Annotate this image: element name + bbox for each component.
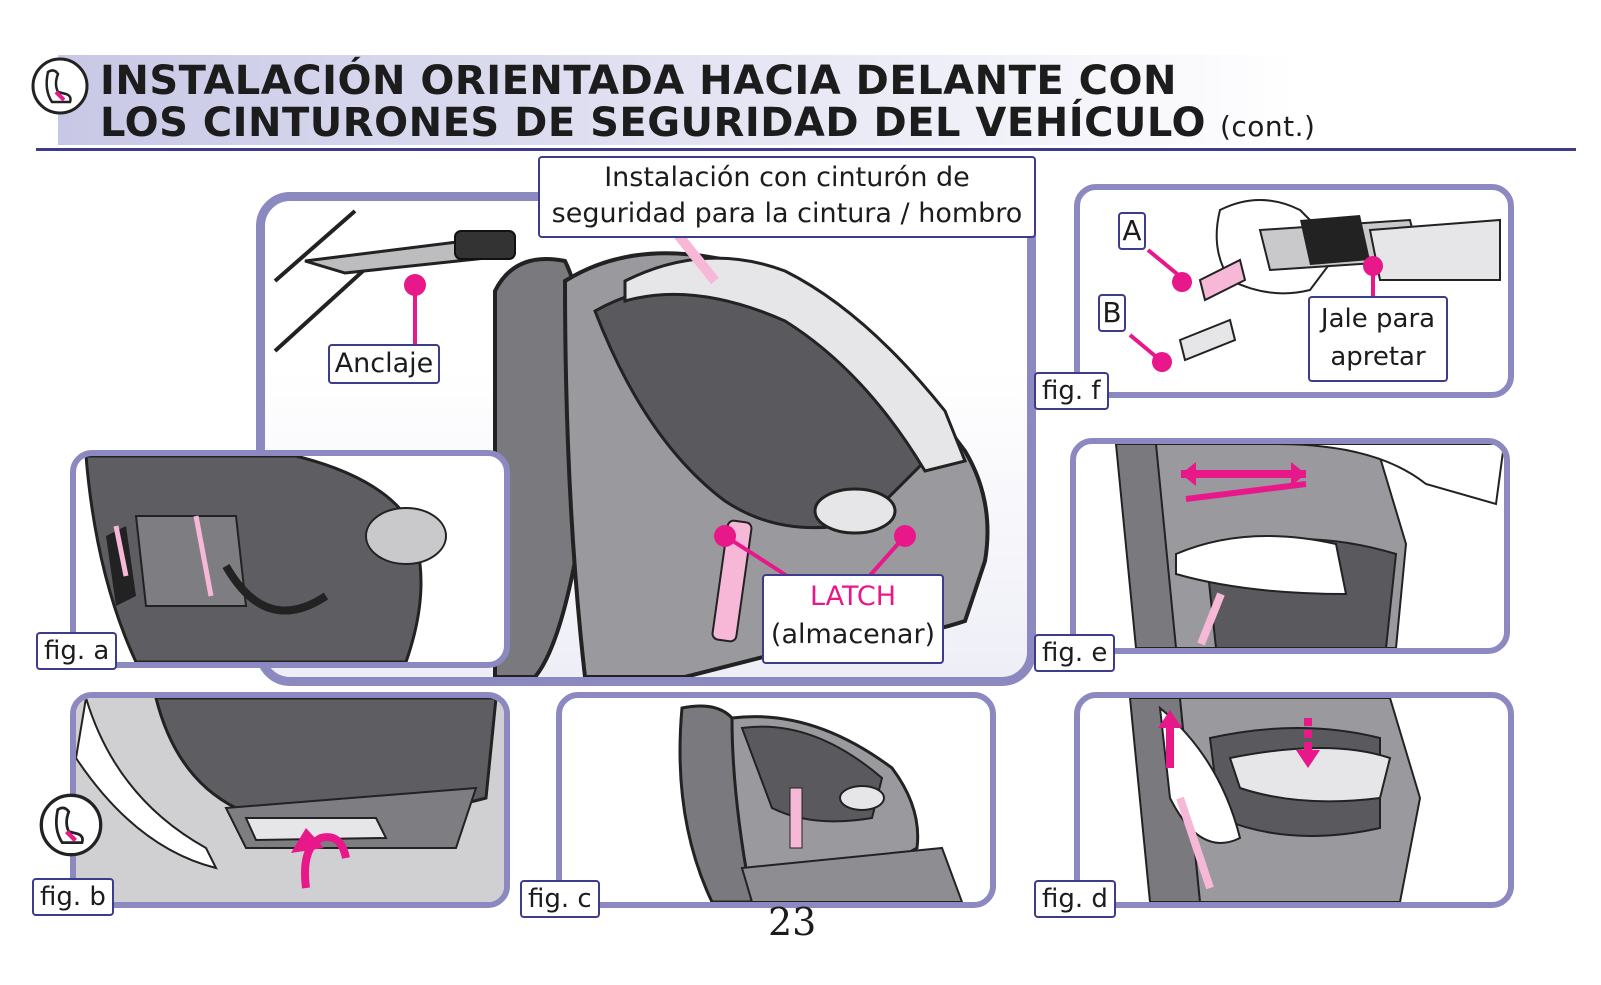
page-title-line-2-text: LOS CINTURONES DE SEGURIDAD DEL VEHÍCULO (100, 100, 1206, 146)
figure-label-a: fig. a (36, 632, 118, 670)
figure-d-illustration (1128, 698, 1422, 902)
figure-c-panel (556, 692, 996, 908)
belt-type-callout-line2: seguridad para la cintura / hombro (551, 198, 1023, 229)
figure-label-f: fig. f (1034, 372, 1109, 410)
part-a-label: A (1118, 212, 1146, 250)
figure-label-d: fig. d (1034, 880, 1116, 918)
car-seat-icon (30, 56, 90, 116)
figure-b-illustration (76, 698, 504, 902)
anchor-callout: Anclaje (328, 344, 440, 384)
figure-e-illustration (1114, 444, 1504, 648)
page-title-line-1: INSTALACIÓN ORIENTADA HACIA DELANTE CON (100, 58, 1177, 104)
figure-b-panel (70, 692, 510, 908)
pull-callout-line2: apretar (1330, 342, 1426, 372)
figure-a-panel (70, 450, 510, 668)
figure-e-panel (1070, 438, 1510, 654)
page-title-line-2: LOS CINTURONES DE SEGURIDAD DEL VEHÍCULO… (100, 100, 1315, 146)
header-band (58, 55, 1518, 145)
pull-callout-line1: Jale para (1320, 304, 1436, 334)
figure-f-illustration (1128, 199, 1501, 372)
figure-a-illustration (84, 456, 447, 662)
latch-storage-callout: LATCH (almacenar) (762, 574, 944, 664)
figure-label-e: fig. e (1034, 634, 1116, 672)
header-rule (36, 148, 1576, 151)
part-b-label: B (1098, 294, 1126, 332)
figure-label-b: fig. b (32, 878, 114, 916)
belt-type-callout: Instalación con cinturón de seguridad pa… (538, 156, 1036, 238)
figure-label-c: fig. c (520, 880, 600, 918)
main-illustration-panel (256, 192, 1036, 686)
pull-to-tighten-callout: Jale para apretar (1308, 296, 1448, 382)
figure-d-panel (1074, 692, 1514, 908)
car-seat-icon (38, 792, 104, 858)
page-number: 23 (768, 900, 817, 944)
belt-type-callout-line1: Instalación con cinturón de (604, 162, 970, 193)
figure-c-illustration (678, 704, 964, 902)
latch-callout-line2: (almacenar) (770, 619, 936, 650)
latch-callout-line1: LATCH (809, 581, 897, 612)
title-suffix: (cont.) (1219, 110, 1316, 143)
main-seat-illustration (273, 209, 990, 677)
